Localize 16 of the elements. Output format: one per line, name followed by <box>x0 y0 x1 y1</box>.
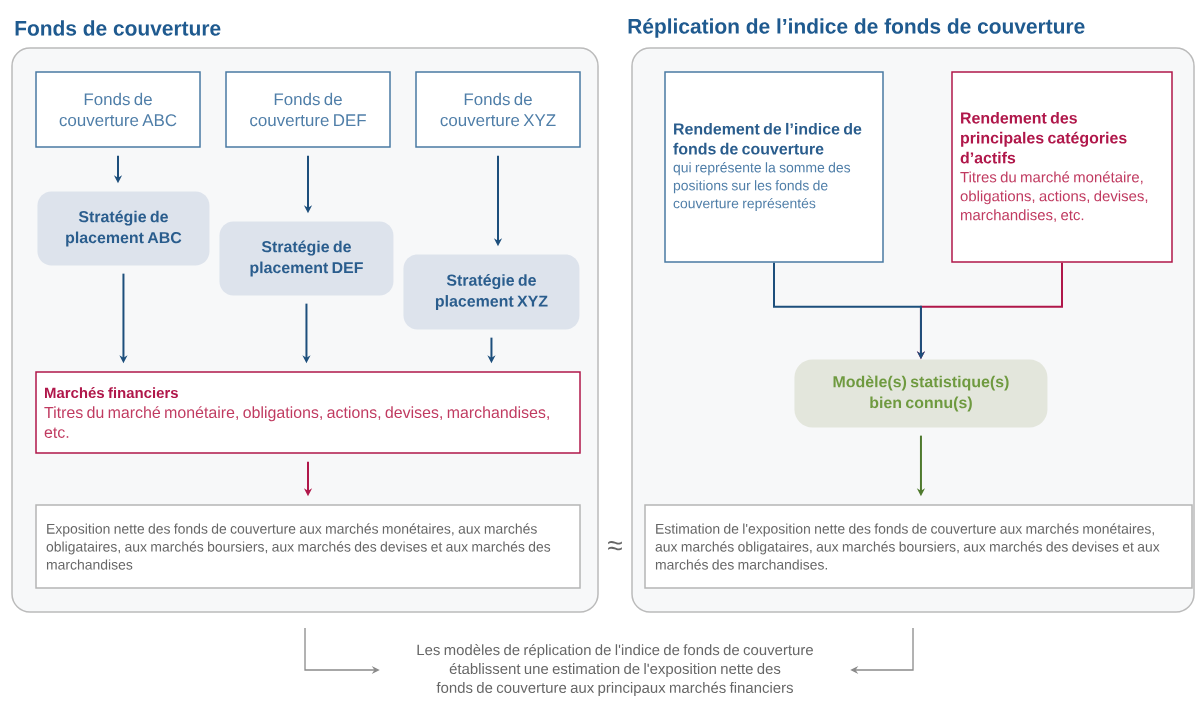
strategy-box: Stratégie de placement ABC <box>37 191 210 266</box>
exposure-box: Exposition nette des fonds de couverture aux marchés monétaires, aux marchés obligataires, aux marchés boursiers, aux marchés des devises et aux marchés des marchandises <box>35 504 581 589</box>
asset-return-box: Rendement des principales catégories d’actifs Titres du marché monétaire, obligations, actions, devises, marchandises, etc. <box>951 71 1173 263</box>
fund-box: Fonds de couverture XYZ <box>415 71 581 148</box>
note-text: Les modèles de réplication de l'indice de fonds de couverture établissent une estimation de l'exposition nette des fonds de couverture aux principaux marchés financiers <box>417 644 813 696</box>
model-box: Modèle(s) statistique(s) bien connu(s) <box>794 359 1048 428</box>
index-return-box: Rendement de l’indice de fonds de couverture qui représente la somme des positions sur les fonds de couverture représentés <box>664 71 884 263</box>
approx-sign: ≈ <box>608 541 622 551</box>
panel-heading: Fonds de couverture <box>15 20 221 36</box>
strategy-box: Stratégie de placement DEF <box>219 221 394 296</box>
markets-box: Marchés financiers Titres du marché monétaire, obligations, actions, devises, marchandises, etc. <box>35 371 581 454</box>
fund-box: Fonds de couverture DEF <box>225 71 391 148</box>
exposure-box: Estimation de l'exposition nette des fonds de couverture aux marchés monétaires, aux marchés obligataires, aux marchés boursiers, aux marchés des devises et aux marchés des marchandises. <box>644 504 1193 589</box>
fund-box: Fonds de couverture ABC <box>35 71 201 148</box>
strategy-box: Stratégie de placement XYZ <box>403 254 580 330</box>
panel-heading: Réplication de l’indice de fonds de couverture <box>628 18 1085 38</box>
